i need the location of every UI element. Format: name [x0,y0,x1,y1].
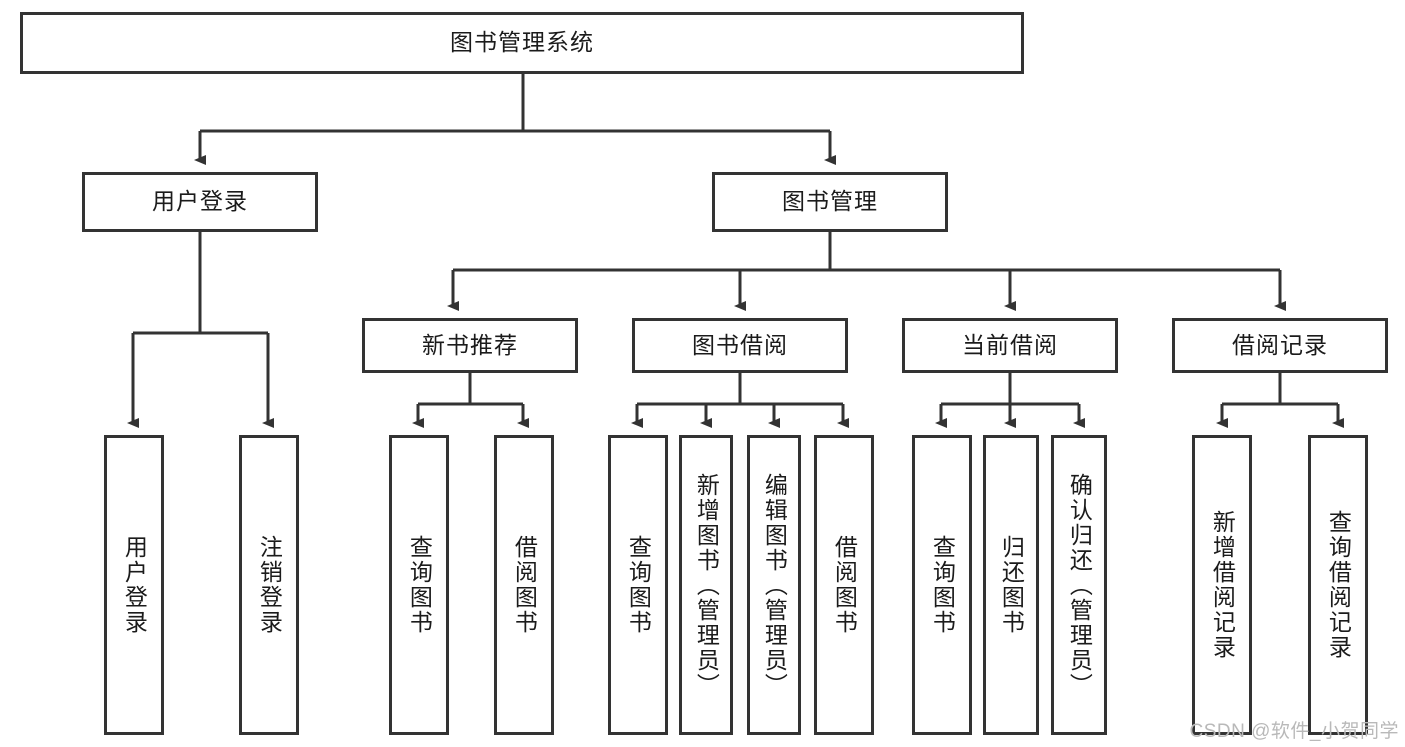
node-borrow-record[interactable]: 借阅记录 [1172,318,1388,373]
leaf-return-book[interactable]: 归还图书 [983,435,1039,735]
node-label: 查询图书 [406,535,433,635]
node-label: 确认归还（管理员） [1066,472,1093,698]
node-label: 图书管理系统 [450,29,594,56]
watermark-text: CSDN @软件_小贺同学 [1189,721,1399,742]
node-current-borrow[interactable]: 当前借阅 [902,318,1118,373]
leaf-add-borrow-record[interactable]: 新增借阅记录 [1192,435,1252,735]
leaf-logout[interactable]: 注销登录 [239,435,299,735]
node-label: 查询借阅记录 [1325,510,1352,660]
leaf-borrow-book[interactable]: 借阅图书 [814,435,874,735]
leaf-query-borrow-record[interactable]: 查询借阅记录 [1308,435,1368,735]
node-user-login[interactable]: 用户登录 [82,172,318,232]
leaf-query-book-recommend[interactable]: 查询图书 [389,435,449,735]
leaf-borrow-book-recommend[interactable]: 借阅图书 [494,435,554,735]
node-label: 注销登录 [256,535,283,635]
node-new-book-recommend[interactable]: 新书推荐 [362,318,578,373]
node-label: 查询图书 [929,535,956,635]
node-label: 编辑图书（管理员） [761,472,788,698]
node-book-management[interactable]: 图书管理 [712,172,948,232]
node-label: 新增图书（管理员） [693,472,720,698]
node-label: 归还图书 [998,535,1025,635]
node-root-system[interactable]: 图书管理系统 [20,12,1024,74]
node-label: 借阅图书 [831,535,858,635]
leaf-confirm-return-admin[interactable]: 确认归还（管理员） [1051,435,1107,735]
leaf-query-book-borrow[interactable]: 查询图书 [608,435,668,735]
node-label: 新增借阅记录 [1209,510,1236,660]
node-label: 图书借阅 [692,331,788,358]
leaf-add-book-admin[interactable]: 新增图书（管理员） [679,435,733,735]
node-label: 图书管理 [782,188,878,215]
node-book-borrow[interactable]: 图书借阅 [632,318,848,373]
node-label: 借阅图书 [511,535,538,635]
node-label: 用户登录 [121,535,148,635]
node-label: 查询图书 [625,535,652,635]
leaf-user-login[interactable]: 用户登录 [104,435,164,735]
leaf-edit-book-admin[interactable]: 编辑图书（管理员） [747,435,801,735]
node-label: 当前借阅 [962,331,1058,358]
node-label: 用户登录 [152,188,248,215]
node-label: 借阅记录 [1232,331,1328,358]
leaf-query-book-current[interactable]: 查询图书 [912,435,972,735]
node-label: 新书推荐 [422,331,518,358]
